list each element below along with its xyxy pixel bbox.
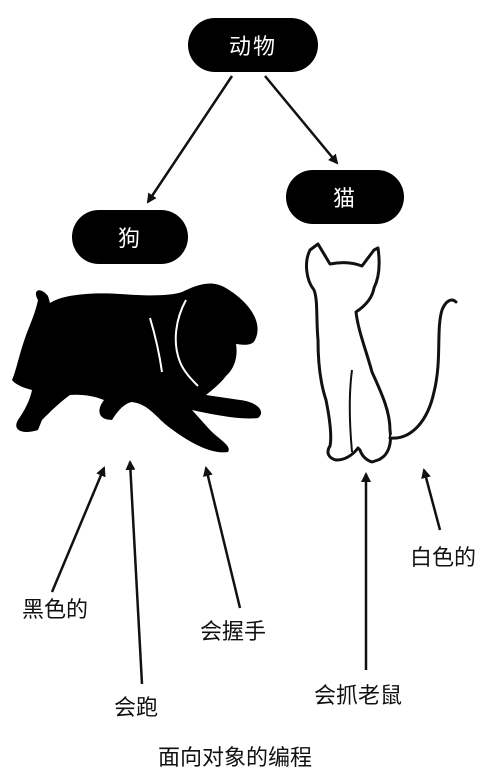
dog-ear-detail	[149, 299, 199, 387]
dog-silhouette	[12, 283, 262, 453]
label-catch-mouse: 会抓老鼠	[314, 684, 403, 709]
label-run: 会跑	[114, 696, 159, 721]
node-animal-label: 动物	[228, 35, 277, 60]
arrow-run-to-dog	[125, 460, 144, 685]
node-animal: 动物	[188, 18, 318, 72]
node-dog-label: 狗	[117, 227, 142, 252]
arrow-black-to-dog	[50, 466, 106, 593]
cat-outline	[305, 242, 458, 464]
caption: 面向对象的编程	[158, 746, 313, 771]
node-cat-label: 猫	[332, 187, 357, 212]
label-black: 黑色的	[22, 598, 89, 623]
label-white: 白色的	[410, 546, 477, 571]
node-dog: 狗	[72, 210, 188, 264]
arrow-handshake-to-dog	[203, 466, 242, 609]
node-cat: 猫	[286, 170, 404, 224]
arrow-animal-to-dog	[146, 75, 234, 204]
arrow-animal-to-cat	[264, 75, 339, 165]
cat-leg-detail	[348, 369, 353, 453]
arrow-white-to-cat	[421, 468, 442, 531]
label-handshake: 会握手	[200, 620, 267, 645]
